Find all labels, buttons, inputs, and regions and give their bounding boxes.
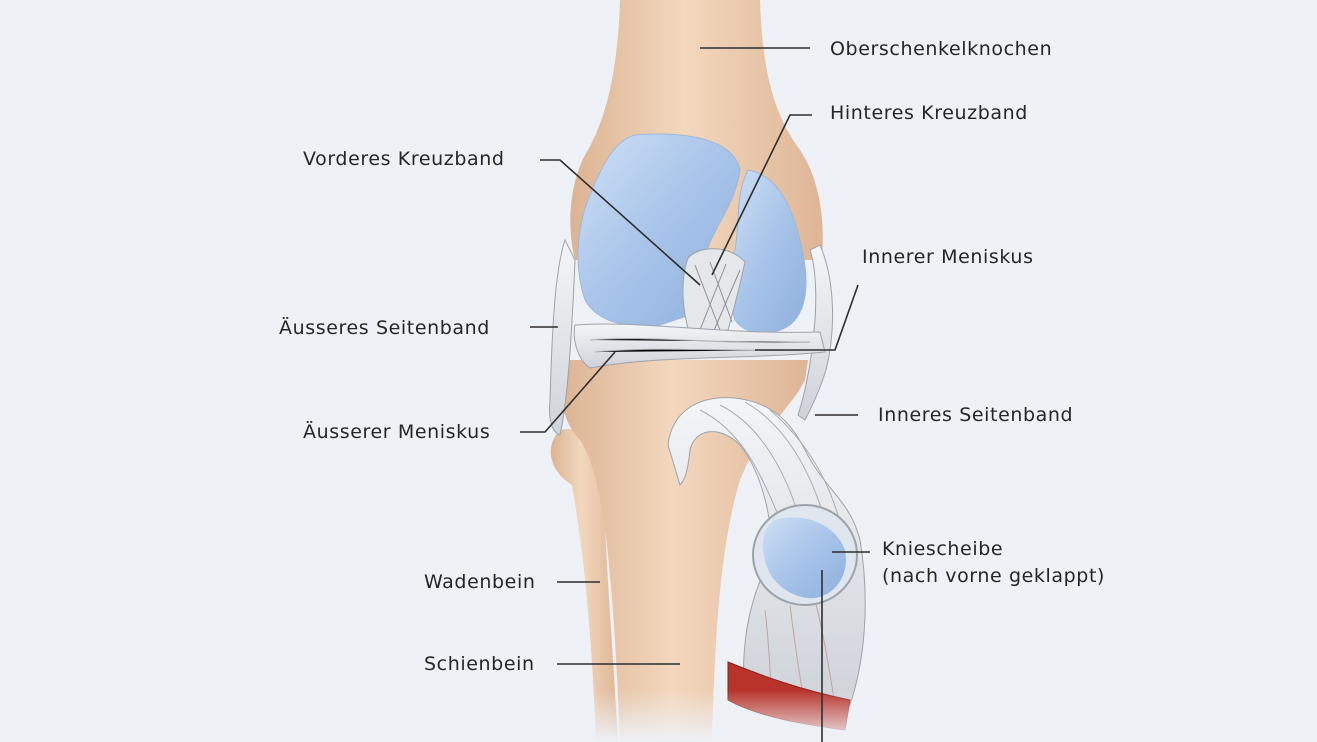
patella <box>753 505 857 605</box>
label-posterior-cruciate-ligament: Hinteres Kreuzband <box>830 101 1028 125</box>
label-patella-line1: Kniescheibe <box>882 536 1105 563</box>
label-patella-line2: (nach vorne geklappt) <box>882 563 1105 590</box>
label-femur: Oberschenkelknochen <box>830 37 1052 61</box>
label-tibia: Schienbein <box>424 652 535 676</box>
label-anterior-cruciate-ligament: Vorderes Kreuzband <box>303 147 505 171</box>
label-medial-collateral-ligament: Inneres Seitenband <box>878 403 1073 427</box>
label-medial-meniscus: Innerer Meniskus <box>862 245 1034 269</box>
label-lateral-collateral-ligament: Äusseres Seitenband <box>279 316 490 340</box>
cruciate-ligaments <box>683 249 745 335</box>
label-lateral-meniscus: Äusserer Meniskus <box>303 420 490 444</box>
label-fibula: Wadenbein <box>424 570 535 594</box>
label-patella: Kniescheibe (nach vorne geklappt) <box>882 536 1105 590</box>
